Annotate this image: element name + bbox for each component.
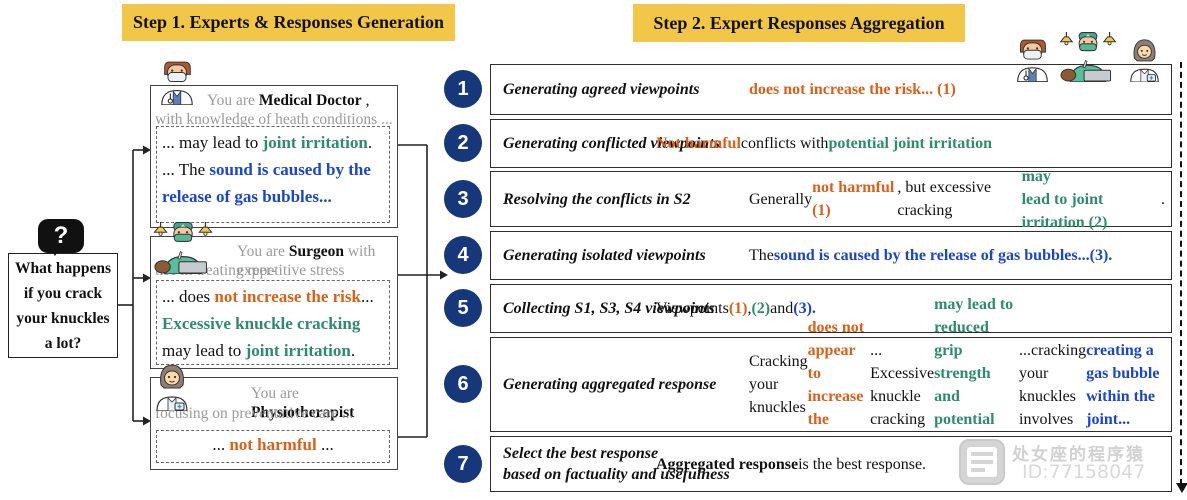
medical-doctor-icon (1014, 37, 1051, 82)
step2-row-5: Collecting S1, S3, S4 viewpoints Viewpoi… (490, 284, 1172, 333)
step-circle-5: 5 (444, 289, 482, 327)
physiotherapist-icon (1126, 38, 1163, 82)
physiotherapist-icon (152, 363, 192, 411)
step2-row-7: Select the best response based on factua… (490, 436, 1172, 492)
step2-row-1: Generating agreed viewpoints does not in… (490, 64, 1172, 115)
step2-row-2-label: Generating conflicted viewpoints (503, 135, 720, 152)
flow-dashed-line (1180, 62, 1182, 485)
expert-response-medical-doctor: ... may lead to joint irritation. ... Th… (156, 126, 390, 223)
step2-row-6-content: Cracking your knuckles does not appear t… (749, 295, 1160, 474)
step1-title: Step 1. Experts & Responses Generation (122, 4, 455, 41)
step2-row-5-content: Viewpoints (1), (2) and (3). (656, 300, 816, 317)
expert-role-physiotherapist: You are Physiotherapist (251, 385, 355, 421)
step2-row-4-content: The sound is caused by the release of ga… (749, 247, 1113, 264)
step2-row-1-content: does not increase the risk... (1) (749, 81, 956, 98)
expert-response-physiotherapist: ... not harmful ... (156, 430, 390, 463)
step2-row-7-content: Aggregated response is the best response… (656, 455, 927, 473)
step-circle-1: 1 (444, 70, 482, 108)
expert-desc-medical-doctor: with knowledge of heath conditions ... (155, 111, 393, 128)
expert-box-medical-doctor: You are Medical Doctor , with knowledge … (150, 85, 398, 228)
flow-arrow-down-icon (1175, 483, 1187, 499)
step2-row-4: Generating isolated viewpoints The sound… (490, 231, 1172, 280)
expert-role-medical-doctor: You are Medical Doctor , (207, 92, 370, 109)
step-circle-7: 7 (444, 445, 482, 483)
step2-row-7-label: Select the best response based on factua… (503, 445, 730, 483)
step2-row-6-label: Generating aggregated response (503, 376, 717, 393)
question-box: What happens if you crack your knuckles … (8, 253, 118, 358)
step-circle-4: 4 (444, 236, 482, 274)
step2-row-3: Resolving the conflicts in S2 Generally … (490, 167, 1172, 231)
watermark-logo-icon (959, 439, 1005, 485)
step-circle-2: 2 (444, 124, 482, 162)
expert-box-physiotherapist: You are Physiotherapist focusing on prev… (150, 377, 398, 470)
watermark-text: 处女座的程序猿 (1012, 445, 1145, 465)
step2-row-1-label: Generating agreed viewpoints (503, 81, 700, 98)
step2-row-5-label: Collecting S1, S3, S4 viewpoints (503, 300, 715, 317)
surgeon-icon (1056, 31, 1120, 82)
step2-row-6: Generating aggregated response Cracking … (490, 295, 1172, 474)
question-mark-bubble-icon: ? (38, 219, 84, 256)
step2-title: Step 2. Expert Responses Aggregation (633, 4, 965, 42)
step2-row-2: Generating conflicted viewpoints Not har… (490, 119, 1172, 168)
step2-row-3-label: Resolving the conflicts in S2 (503, 190, 691, 208)
step-circle-6: 6 (444, 365, 482, 403)
step2-row-3-content: Generally not harmful (1), but excessive… (749, 167, 1166, 231)
expert-desc-physiotherapist: focusing on preventative care ... (155, 405, 354, 422)
medical-doctor-icon (158, 59, 196, 105)
watermark-id: ID:77158047 (1022, 461, 1146, 483)
step2-row-2-content: Not harmful conflicts with potential joi… (656, 135, 992, 152)
expert-response-surgeon: ... does not increase the risk... Excess… (156, 280, 390, 365)
step2-row-4-label: Generating isolated viewpoints (503, 247, 706, 264)
step-circle-3: 3 (444, 180, 482, 218)
expert-role-surgeon: You are Surgeon with exper- (237, 243, 376, 279)
surgeon-icon (150, 221, 216, 274)
